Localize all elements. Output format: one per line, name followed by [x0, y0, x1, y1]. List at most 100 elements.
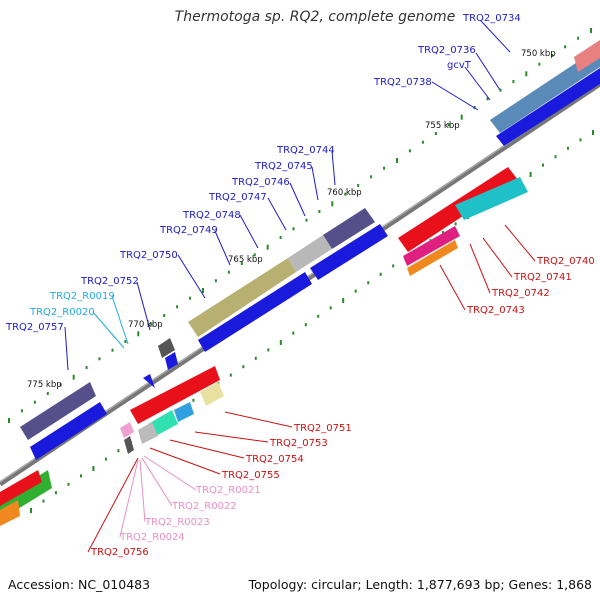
- reverse-cds-block-cyan: [455, 177, 528, 220]
- tick-mark: [150, 322, 153, 326]
- forward-cds-track: [30, 68, 600, 460]
- tick-mark: [529, 172, 532, 177]
- tick-mark: [229, 373, 232, 377]
- forward-cds-arrow: [310, 224, 388, 280]
- gene-label: TRQ2_0748: [182, 210, 241, 221]
- gene-label: TRQ2_0738: [373, 77, 432, 88]
- tick-mark: [292, 331, 295, 335]
- forward-block-lower: [20, 382, 96, 440]
- gene-label: TRQ2_0756: [90, 547, 149, 558]
- forward-cds-arrow: [165, 352, 178, 370]
- gene-label: TRQ2_0757: [5, 322, 64, 333]
- forward-cds-arrow: [496, 68, 600, 146]
- reverse-cds-arrow: [0, 470, 42, 506]
- tick-mark: [30, 508, 32, 513]
- tick-mark: [304, 323, 307, 327]
- tick-mark: [85, 366, 88, 369]
- tick-mark: [59, 383, 62, 387]
- reverse-cds-track: [0, 167, 528, 526]
- tick-mark: [240, 262, 243, 265]
- gene-label: TRQ2_R0022: [171, 501, 237, 512]
- scale-label: 750 kbp: [521, 49, 556, 59]
- tick-mark: [67, 482, 70, 486]
- gene-label: TRQ2_0752: [80, 276, 139, 287]
- forward-block-grey: [288, 235, 332, 272]
- scale-labels: 750 kbp 755 kbp 760 kbp 765 kbp 770 kbp …: [27, 49, 556, 390]
- gene-label: TRQ2_R0019: [49, 291, 115, 302]
- tick-mark: [370, 175, 373, 179]
- tick-mark: [579, 138, 582, 142]
- tick-mark: [242, 365, 245, 369]
- tick-mark: [104, 457, 107, 461]
- accession-text: Accession: NC_010483: [8, 577, 151, 592]
- reverse-cds-block-magenta: [403, 226, 460, 266]
- map-title: Thermotoga sp. RQ2, complete genome: [174, 9, 456, 25]
- tick-mark: [189, 296, 192, 300]
- tick-mark: [267, 348, 270, 352]
- reverse-cds-arrow: [130, 366, 220, 424]
- tick-mark: [592, 130, 594, 135]
- gene-label: TRQ2_R0021: [195, 485, 261, 496]
- forward-gene-labels: TRQ2_0734 TRQ2_0736 gcvT TRQ2_0738 TRQ2_…: [5, 13, 521, 333]
- tick-mark: [367, 281, 370, 285]
- gene-label: TRQ2_R0024: [119, 532, 185, 543]
- reverse-cds-block-grey: [138, 422, 158, 444]
- reverse-gene-labels: TRQ2_0740 TRQ2_0741 TRQ2_0742 TRQ2_0743 …: [90, 256, 595, 558]
- tick-mark: [434, 132, 437, 135]
- scale-label: 760 kbp: [327, 188, 362, 198]
- tick-mark: [442, 230, 445, 234]
- gene-label: TRQ2_0751: [293, 423, 352, 434]
- forward-label-connectors: [64, 21, 511, 371]
- gene-label: TRQ2_0754: [245, 454, 304, 465]
- gene-label: TRQ2_0746: [231, 177, 290, 188]
- tick-mark: [227, 270, 230, 274]
- tick-mark: [512, 80, 515, 83]
- tick-mark: [266, 244, 269, 250]
- gene-label: TRQ2_0740: [536, 256, 595, 267]
- reverse-cds-block-orange: [407, 240, 458, 276]
- tick-mark: [137, 331, 140, 337]
- tick-mark: [279, 236, 282, 239]
- tick-mark: [525, 71, 528, 77]
- tick-mark: [214, 279, 217, 283]
- rna-forward-label-connectors: [92, 295, 129, 349]
- tick-mark: [305, 218, 308, 222]
- tick-mark: [383, 166, 386, 170]
- tick-mark: [421, 140, 424, 144]
- tick-mark: [72, 374, 75, 380]
- tick-mark: [317, 314, 320, 318]
- gene-label: TRQ2_R0020: [29, 307, 95, 318]
- tick-mark: [342, 298, 345, 303]
- gene-label: TRQ2_0745: [254, 161, 313, 172]
- tick-mark: [590, 28, 592, 33]
- tick-mark: [254, 356, 257, 360]
- gene-label: TRQ2_0750: [119, 250, 178, 261]
- tick-mark: [163, 314, 166, 317]
- tick-mark: [176, 305, 179, 309]
- tick-mark: [117, 449, 120, 453]
- gene-label: TRQ2_0742: [491, 288, 550, 299]
- forward-block-pink: [574, 40, 600, 72]
- reverse-label-connectors: [87, 224, 536, 553]
- scale-label: 765 kbp: [228, 255, 263, 265]
- gene-label: TRQ2_0755: [221, 470, 280, 481]
- reverse-cds-block-cyan-2: [174, 402, 194, 422]
- forward-block-mid: [323, 208, 375, 249]
- tick-mark: [564, 45, 567, 49]
- tick-mark: [551, 54, 554, 57]
- tick-mark: [92, 466, 95, 471]
- tick-mark: [279, 340, 282, 345]
- tick-mark: [80, 474, 82, 478]
- forward-cds-arrow: [30, 402, 107, 460]
- tick-mark: [98, 357, 101, 361]
- forward-cds-arrow: [143, 374, 155, 388]
- gene-label: TRQ2_0743: [466, 305, 525, 316]
- tick-mark: [408, 149, 411, 153]
- gene-label: TRQ2_R0023: [144, 517, 210, 528]
- tick-mark: [577, 36, 580, 40]
- tick-mark: [46, 392, 49, 395]
- tick-mark: [454, 222, 457, 226]
- forward-cds-arrow: [198, 272, 312, 352]
- tick-mark: [344, 192, 347, 196]
